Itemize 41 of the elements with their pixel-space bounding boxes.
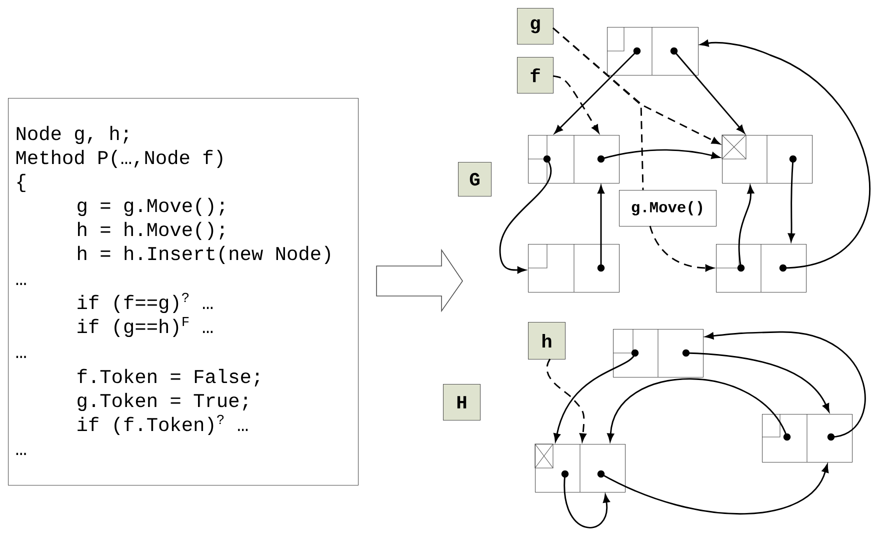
variable-box: g [517,8,554,45]
code-line: if (g==h)$^{F}$ … [78,317,213,338]
arrow [607,378,788,442]
arrow [705,331,866,438]
list-node [528,134,620,184]
list-node [722,134,813,184]
code-line: h = h.Move(); [78,222,224,240]
list-node [612,328,704,378]
code-line: g = g.Move(); [78,198,224,216]
list-node [716,244,807,293]
arrow [546,358,586,442]
arrow [554,352,636,442]
code-line: { [17,174,26,192]
variable-box: f [517,57,554,94]
list-node [762,414,853,463]
arrow [554,50,638,134]
arrow [499,158,552,274]
arrow [600,464,829,514]
arrow [700,40,870,269]
label-box: H [443,384,481,421]
list-node [606,26,699,76]
code-line: Method P(…,Node f) [16,150,222,168]
label-box: G [458,162,492,197]
code-line: g.Token = True; [78,392,248,412]
arrow [673,50,745,134]
code-line: … [16,452,26,455]
code-line: … [16,356,26,358]
code-line: h = h.Insert(new Node) [78,246,330,264]
list-node [534,444,626,493]
operation-box: g.Move() [619,190,717,227]
code-line: … [16,282,26,285]
block-arrow [376,248,464,312]
arrow [552,75,600,134]
arrow [552,27,720,144]
code-line: if (f==g)$^{?}$ … [78,292,213,314]
code-line: f.Token = False; [78,368,259,386]
arrow [649,226,714,272]
code-line: Node g, h; [16,126,128,144]
code-line: if (f.Token)$^{?}$ … [78,414,248,436]
variable-box: h [528,322,566,360]
list-node [528,244,620,293]
